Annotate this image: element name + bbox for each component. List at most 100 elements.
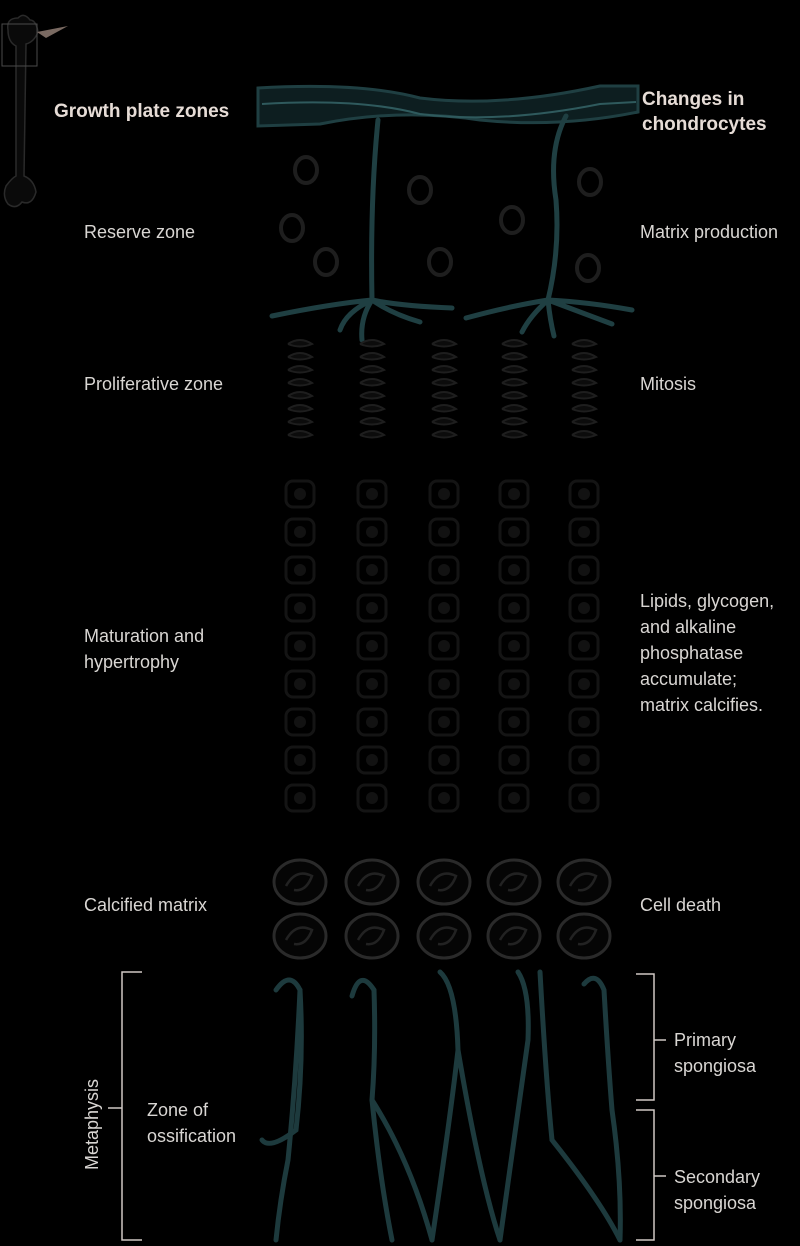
hypertrophic-chondrocyte — [284, 631, 316, 661]
reserve-chondrocyte — [279, 213, 305, 243]
hypertrophic-chondrocyte — [428, 555, 460, 585]
hypertrophic-chondrocyte — [568, 479, 600, 509]
top-blood-vessel — [256, 84, 640, 128]
proliferative-zone-cells — [287, 339, 599, 439]
calcified-cell — [416, 858, 472, 906]
proliferative-chondrocyte — [431, 391, 459, 400]
calcified-cell — [344, 912, 400, 960]
hypertrophic-nucleus — [366, 488, 378, 500]
hypertrophic-nucleus — [294, 602, 306, 614]
calcified-cell-inner — [356, 872, 386, 892]
hypertrophic-chondrocyte — [356, 593, 388, 623]
hypertrophic-nucleus — [438, 526, 450, 538]
hypertrophic-chondrocyte — [356, 707, 388, 737]
hypertrophic-chondrocyte — [284, 479, 316, 509]
calcified-cell-inner — [284, 926, 314, 946]
calcified-cell-inner — [284, 872, 314, 892]
hypertrophic-chondrocyte — [284, 517, 316, 547]
hypertrophic-nucleus — [578, 678, 590, 690]
hypertrophic-nucleus — [366, 602, 378, 614]
proliferative-chondrocyte — [359, 352, 387, 361]
calcified-cell — [416, 912, 472, 960]
proliferative-chondrocyte — [431, 430, 459, 439]
hypertrophic-nucleus — [366, 678, 378, 690]
hypertrophic-nucleus — [366, 716, 378, 728]
calcified-cell-inner — [428, 926, 458, 946]
reserve-chondrocyte — [575, 253, 601, 283]
proliferative-chondrocyte — [501, 404, 529, 413]
hypertrophic-nucleus — [578, 488, 590, 500]
proliferative-chondrocyte — [359, 417, 387, 426]
hypertrophic-nucleus — [294, 678, 306, 690]
hypertrophic-nucleus — [438, 488, 450, 500]
calcified-cell-inner — [498, 872, 528, 892]
reserve-chondrocyte — [427, 247, 453, 277]
hypertrophic-nucleus — [294, 526, 306, 538]
chondrocyte-changes-header: Changes in chondrocytes — [642, 89, 767, 135]
proliferative-chondrocyte — [501, 352, 529, 361]
metaphysis-bracket — [108, 971, 142, 1241]
hypertrophic-chondrocyte — [356, 555, 388, 585]
proliferative-chondrocyte — [431, 352, 459, 361]
proliferative-chondrocyte — [287, 339, 315, 348]
hypertrophic-nucleus — [294, 792, 306, 804]
hypertrophic-nucleus — [438, 678, 450, 690]
hypertrophic-chondrocyte — [428, 707, 460, 737]
proliferative-chondrocyte — [501, 339, 529, 348]
hypertrophic-chondrocyte — [498, 593, 530, 623]
hypertrophic-chondrocyte — [428, 783, 460, 813]
zoom-box — [1, 23, 38, 67]
hypertrophic-chondrocyte — [498, 631, 530, 661]
hypertrophic-nucleus — [366, 640, 378, 652]
proliferative-chondrocyte — [431, 404, 459, 413]
reserve-zone-cells — [279, 155, 603, 283]
hypertrophic-chondrocyte — [356, 745, 388, 775]
hypertrophic-nucleus — [578, 792, 590, 804]
hypertrophic-zone-cells — [284, 479, 600, 813]
hypertrophic-nucleus — [508, 716, 520, 728]
zone-of-ossification-label: Zone of ossification — [147, 1100, 237, 1146]
hypertrophic-chondrocyte — [568, 707, 600, 737]
hypertrophic-chondrocyte — [284, 707, 316, 737]
reserve-chondrocyte — [313, 247, 339, 277]
maturation-hypertrophy-label: Maturation and hypertrophy — [84, 626, 205, 672]
hypertrophic-chondrocyte — [568, 517, 600, 547]
mitosis-label: Mitosis — [640, 374, 697, 394]
secondary-spongiosa-bracket — [636, 1109, 666, 1241]
hypertrophic-nucleus — [294, 488, 306, 500]
hypertrophic-chondrocyte — [284, 745, 316, 775]
proliferative-chondrocyte — [501, 365, 529, 374]
hypertrophic-nucleus — [294, 754, 306, 766]
proliferative-chondrocyte — [287, 352, 315, 361]
calcified-cell — [344, 858, 400, 906]
hypertrophic-nucleus — [578, 716, 590, 728]
hypertrophic-nucleus — [508, 526, 520, 538]
proliferative-chondrocyte — [359, 404, 387, 413]
hypertrophic-chondrocyte — [284, 555, 316, 585]
hypertrophic-chondrocyte — [428, 631, 460, 661]
hypertrophic-nucleus — [366, 754, 378, 766]
hypertrophic-chondrocyte — [356, 631, 388, 661]
hypertrophic-chondrocyte — [568, 783, 600, 813]
hypertrophic-chondrocyte — [428, 517, 460, 547]
hypertrophic-nucleus — [578, 526, 590, 538]
femur-bone-icon — [1, 14, 68, 208]
proliferative-chondrocyte — [501, 378, 529, 387]
hypertrophic-chondrocyte — [356, 783, 388, 813]
calcified-cell — [272, 912, 328, 960]
calcified-cell-inner — [356, 926, 386, 946]
hypertrophic-nucleus — [578, 564, 590, 576]
proliferative-chondrocyte — [571, 365, 599, 374]
reserve-chondrocyte — [407, 175, 433, 205]
hypertrophic-chondrocyte — [498, 783, 530, 813]
hypertrophic-nucleus — [294, 640, 306, 652]
hypertrophic-nucleus — [578, 640, 590, 652]
proliferative-chondrocyte — [571, 404, 599, 413]
hypertrophic-nucleus — [294, 716, 306, 728]
calcified-cell-inner — [568, 872, 598, 892]
calcified-cell-inner — [568, 926, 598, 946]
hypertrophic-nucleus — [508, 678, 520, 690]
proliferative-chondrocyte — [287, 430, 315, 439]
